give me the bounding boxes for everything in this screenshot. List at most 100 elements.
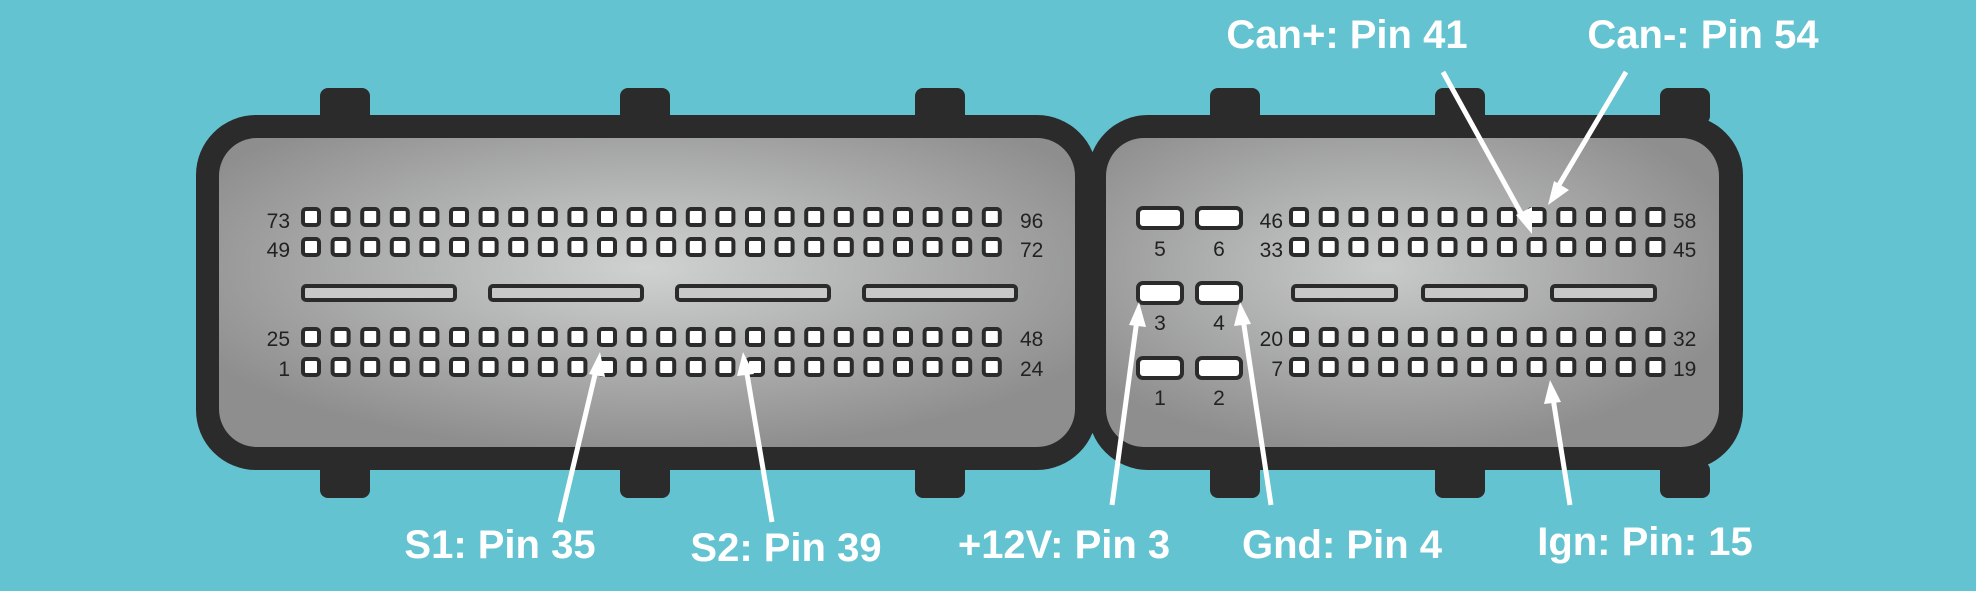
left-pin-r4-c2 xyxy=(330,357,351,377)
arrow-s2-head xyxy=(737,352,754,376)
right-pin-r2-c13 xyxy=(1645,237,1666,257)
left-pin-r4-c12 xyxy=(626,357,647,377)
left-pin-r1-c23 xyxy=(952,207,973,227)
arrow-gnd xyxy=(1239,311,1274,506)
left-pin-r4-c13 xyxy=(656,357,677,377)
left-pin-r4-c17 xyxy=(774,357,795,377)
left-pin-r1-c14 xyxy=(685,207,706,227)
left-pin-r1-c24 xyxy=(981,207,1002,227)
left-pin-r4-c21 xyxy=(893,357,913,377)
right-pin-r4-c3 xyxy=(1348,357,1369,377)
left-pin-r2-c23 xyxy=(952,237,973,257)
left-pin-r1-c22 xyxy=(922,207,943,227)
arrow-ign xyxy=(1549,391,1573,506)
mounting-tab-bottom-2 xyxy=(620,462,670,498)
right-pin-r3-c10 xyxy=(1556,327,1577,347)
left-pin-matrix xyxy=(301,207,1002,377)
arrow-s1-head xyxy=(589,352,605,377)
mounting-tab-bottom-1 xyxy=(320,462,370,498)
left-pin-r2-c24 xyxy=(981,237,1002,257)
mounting-tab-bottom-4 xyxy=(1210,462,1260,498)
right-pin-r1-c3 xyxy=(1348,207,1369,227)
right-pin-r3-c4 xyxy=(1378,327,1399,347)
left-pin-r1-c4 xyxy=(389,207,410,227)
power-pin-3 xyxy=(1136,281,1184,305)
left-pin-r3-c7 xyxy=(478,327,499,347)
left-pin-r2-c20 xyxy=(863,237,884,257)
right-row1-start-label: 46 xyxy=(1260,210,1283,233)
left-pin-r2-c18 xyxy=(804,237,825,257)
left-pin-r4-c7 xyxy=(478,357,499,377)
left-pin-r3-c1 xyxy=(301,327,321,347)
right-pin-r2-c7 xyxy=(1467,237,1488,257)
right-pin-r3-c5 xyxy=(1407,327,1428,347)
left-pin-r2-c17 xyxy=(774,237,795,257)
left-pin-r2-c9 xyxy=(537,237,558,257)
right-pin-r1-c12 xyxy=(1615,207,1636,227)
power-pin-6-label: 6 xyxy=(1213,238,1225,261)
arrow-can-plus-head xyxy=(1516,207,1532,234)
left-pin-r2-c16 xyxy=(745,237,765,257)
left-pin-r3-c12 xyxy=(626,327,647,347)
arrow-can-minus xyxy=(1550,70,1629,197)
right-pin-r3-c1 xyxy=(1289,327,1309,347)
callout-can-plus: Can+: Pin 41 xyxy=(1226,13,1467,57)
left-pin-r2-c14 xyxy=(685,237,706,257)
left-pin-r3-c14 xyxy=(685,327,706,347)
left-pin-r3-c19 xyxy=(833,327,854,347)
arrow-s1 xyxy=(557,361,601,523)
right-pin-r4-c2 xyxy=(1318,357,1339,377)
callout-can-minus: Can-: Pin 54 xyxy=(1587,13,1819,57)
right-pin-r3-c6 xyxy=(1437,327,1458,347)
locking-slots xyxy=(301,284,1657,302)
power-pin-1 xyxy=(1136,356,1184,380)
right-pin-r1-c1 xyxy=(1289,207,1309,227)
right-pin-r3-c11 xyxy=(1586,327,1606,347)
right-pin-r1-c4 xyxy=(1378,207,1399,227)
right-pin-r3-c12 xyxy=(1615,327,1636,347)
left-pin-r1-c8 xyxy=(508,207,529,227)
power-pin-2 xyxy=(1195,356,1243,380)
left-pin-r4-c10 xyxy=(567,357,588,377)
left-pin-r2-c22 xyxy=(922,237,943,257)
right-pin-r1-c2 xyxy=(1318,207,1339,227)
power-pin-4-label: 4 xyxy=(1213,312,1225,335)
right-pin-r3-c9 xyxy=(1526,327,1547,347)
left-row2-end-label: 72 xyxy=(1020,239,1043,262)
right-pin-r4-c1 xyxy=(1289,357,1309,377)
right-pin-r3-c13 xyxy=(1645,327,1666,347)
right-pin-r2-c3 xyxy=(1348,237,1369,257)
right-pin-r4-c12 xyxy=(1615,357,1636,377)
left-pin-r1-c21 xyxy=(893,207,913,227)
left-pin-r2-c15 xyxy=(715,237,736,257)
right-pin-r2-c8 xyxy=(1496,237,1517,257)
right-pin-r1-c11 xyxy=(1586,207,1606,227)
left-pin-r4-c15 xyxy=(715,357,736,377)
locking-slot-1 xyxy=(301,284,457,302)
locking-slot-2 xyxy=(488,284,644,302)
left-pin-r3-c5 xyxy=(419,327,440,347)
right-pin-r3-c2 xyxy=(1318,327,1339,347)
right-pin-r2-c12 xyxy=(1615,237,1636,257)
arrow-can-minus-head xyxy=(1548,181,1569,205)
left-pin-r4-c19 xyxy=(833,357,854,377)
left-pin-r2-c7 xyxy=(478,237,499,257)
right-pin-r3-c7 xyxy=(1467,327,1488,347)
left-pin-r4-c1 xyxy=(301,357,321,377)
left-pin-r2-c8 xyxy=(508,237,529,257)
left-pin-r2-c3 xyxy=(360,237,381,257)
left-pin-r3-c6 xyxy=(449,327,469,347)
right-pin-r4-c8 xyxy=(1496,357,1517,377)
left-pin-r1-c6 xyxy=(449,207,469,227)
right-row4-start-label: 7 xyxy=(1271,358,1283,381)
right-pin-r4-c11 xyxy=(1586,357,1606,377)
right-pin-r3-c3 xyxy=(1348,327,1369,347)
right-pin-r2-c5 xyxy=(1407,237,1428,257)
left-pin-r2-c13 xyxy=(656,237,677,257)
left-pin-r1-c1 xyxy=(301,207,321,227)
right-pin-r4-c4 xyxy=(1378,357,1399,377)
right-pin-r1-c7 xyxy=(1467,207,1488,227)
right-pin-r2-c10 xyxy=(1556,237,1577,257)
left-pin-r1-c15 xyxy=(715,207,736,227)
